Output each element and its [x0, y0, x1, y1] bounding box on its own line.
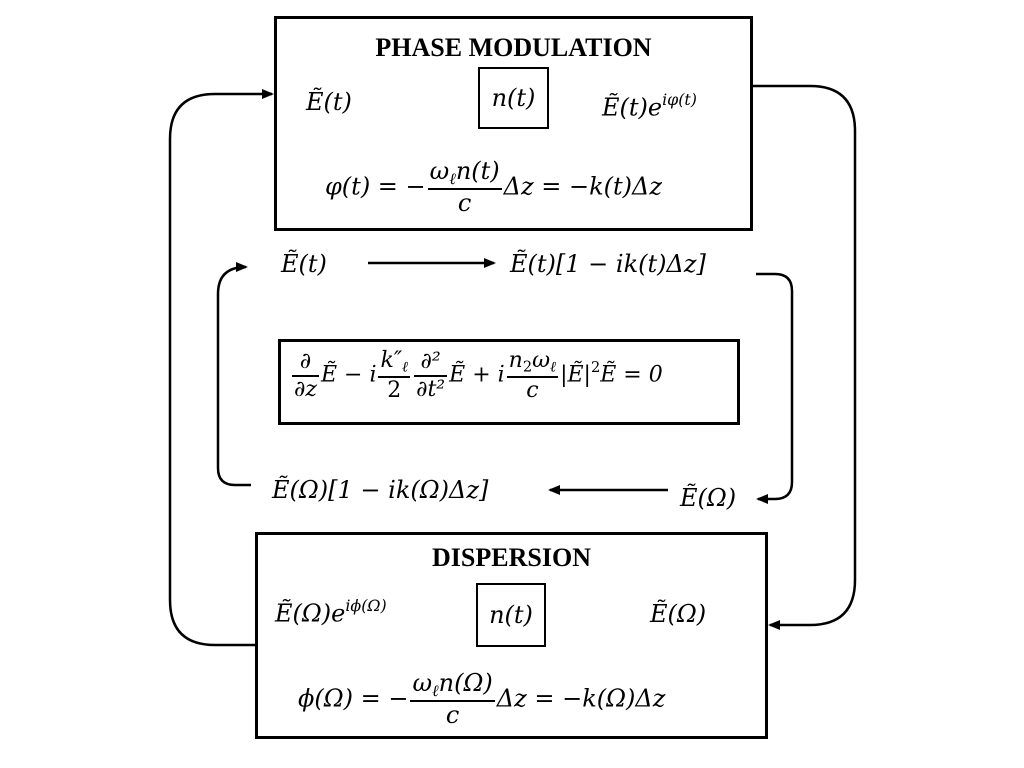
loop-right-inner [756, 272, 794, 504]
nlse-box [278, 339, 740, 425]
dispersion-title: DISPERSION [432, 543, 591, 572]
disp-output-base: Ẽ(Ω)e [275, 599, 346, 628]
nlse-d1-num: ∂ [292, 349, 319, 377]
pm-eq-num-sub: ℓ [449, 168, 456, 188]
pm-phase-equation: φ(t) = −ωℓn(t) c Δz = −k(t)Δz [325, 157, 662, 218]
nlse-n-num-sub: 2 [522, 359, 533, 376]
nlse-n-den: c [526, 378, 539, 404]
disp-eq-num-sub: ℓ [432, 680, 439, 700]
disp-eq-num-rest: n(Ω) [438, 669, 493, 697]
pm-medium-label: n(t) [491, 84, 536, 112]
nlse-k-num-sub: ℓ [402, 359, 409, 376]
pm-eq-lhs: φ(t) = − [325, 172, 426, 201]
mid-bottom-left-field: Ẽ(Ω)[1 − ik(Ω)Δz] [272, 476, 489, 504]
pm-eq-den: c [457, 188, 472, 217]
loop-right-outer [752, 84, 857, 630]
mid-top-right-field: Ẽ(t)[1 − ik(t)Δz] [510, 250, 706, 278]
mid-bottom-right-field: Ẽ(Ω) [680, 484, 737, 512]
loop-left-outer [168, 89, 274, 647]
disp-eq-num: ω [412, 669, 433, 697]
phase-modulation-title: PHASE MODULATION [375, 33, 652, 62]
loop-left-inner [216, 262, 251, 487]
nlse-n-num: n [508, 348, 523, 373]
disp-eq-den: c [445, 700, 460, 729]
nlse-term3: Ẽ = 0 [600, 362, 663, 388]
pm-eq-num-rest: n(t) [455, 157, 500, 185]
nlse-d1: ∂∂z [292, 349, 319, 402]
nlse-d2: ∂²∂t² [414, 349, 448, 402]
nlse-d2-den: ∂t² [416, 376, 446, 402]
pm-input-field: Ẽ(t) [306, 88, 352, 116]
nlse-d1-den: ∂z [294, 376, 317, 402]
nlse-abs: |Ẽ| [560, 362, 591, 388]
pm-output-base: Ẽ(t)e [602, 93, 663, 122]
nlse-n-num-rest: ω [532, 348, 551, 373]
disp-input-field: Ẽ(Ω) [650, 600, 707, 628]
disp-medium-box: n(t) [476, 583, 546, 647]
pm-medium-box: n(t) [478, 67, 549, 129]
nlse-abs-pow: 2 [590, 360, 601, 377]
disp-medium-label: n(t) [489, 601, 533, 629]
disp-phase-equation: ϕ(Ω) = −ωℓn(Ω) c Δz = −k(Ω)Δz [298, 669, 666, 730]
pm-eq-num: ω [429, 157, 450, 185]
dispersion-box [255, 532, 768, 739]
pm-output-exponent: iφ(t) [662, 90, 697, 109]
disp-output-exponent: iϕ(Ω) [345, 596, 387, 615]
nlse-term2: Ẽ + i [449, 362, 505, 388]
pm-eq-rhs: Δz = −k(t)Δz [503, 172, 662, 201]
nlse-term1: Ẽ − i [320, 362, 377, 388]
pm-eq-fraction: ωℓn(t) c [427, 157, 502, 218]
nlse-k-den: 2 [387, 378, 402, 404]
nlse-n-num-sub2: ℓ [550, 359, 557, 376]
disp-eq-rhs: Δz = −k(Ω)Δz [496, 684, 666, 713]
nlse-k-num: k″ [380, 348, 403, 373]
disp-output-field: Ẽ(Ω)eiϕ(Ω) [275, 596, 387, 628]
mid-top-left-field: Ẽ(t) [281, 250, 327, 278]
nlse-d2-num: ∂² [414, 349, 448, 377]
phase-modulation-box [274, 16, 753, 231]
disp-eq-lhs: ϕ(Ω) = − [298, 684, 409, 713]
disp-eq-fraction: ωℓn(Ω) c [410, 669, 495, 730]
pm-output-field: Ẽ(t)eiφ(t) [602, 90, 697, 122]
